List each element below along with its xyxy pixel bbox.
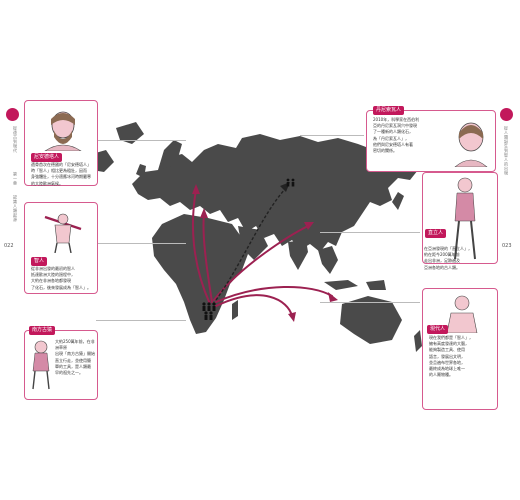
people-origin-africa (202, 302, 216, 320)
tag-homo-erectus: 直立人 (425, 229, 447, 238)
eurasia-landmass (132, 134, 418, 252)
tag-denisovan: 丹尼索瓦人 (373, 106, 405, 115)
card-neanderthal: 尼安德塔人 遺骨首次在德國的「尼安德塔人」 時「智人」相比更為粗壯，因而 身強體… (24, 100, 98, 186)
homo-erectus-figure (454, 177, 476, 260)
text-denisovan: 2010年，科學家在西伯利 亞的丹尼索瓦洞穴中發現 了一種新的人類化石， 為「丹… (373, 117, 420, 154)
card-australopithecus: 南方古猿 大約250萬年前，在非洲草原 出現「南方古猿」開始 直立行走，並使用簡… (24, 326, 98, 400)
tag-sapiens: 智人 (31, 257, 48, 266)
arrowhead-east (304, 222, 314, 230)
arrowhead-north (200, 208, 208, 218)
tag-australopithecus: 南方古猿 (29, 326, 56, 335)
text-homo-erectus: 在亞洲發現的「直立人」， 約在距今200萬年前 走出非洲，足跡遍及 亞洲各地的古… (424, 246, 472, 270)
migration-arrow-se-asia (215, 286, 333, 303)
migration-arrow-dashed (215, 187, 287, 301)
arrowhead-europe (192, 184, 200, 194)
text-modern-humans: 現在我們都是「智人」， 擁有高度發達的大腦， 能夠製造工具、使用 語言，發展出文… (429, 335, 473, 378)
left-chapter-label: 第一章 (13, 172, 18, 186)
migration-arrow-east (213, 225, 309, 301)
right-page-number: 023 (502, 243, 512, 249)
japan (392, 192, 404, 210)
left-vertical-title: 從遠古到現代 (13, 126, 18, 153)
neanderthal-portrait (44, 111, 82, 151)
leader-line-modern (320, 302, 420, 303)
new-zealand (414, 330, 422, 352)
chapter-marker-left (6, 108, 19, 121)
migration-arrow-australia (215, 294, 293, 317)
scandinavia (158, 140, 182, 170)
denisovan-portrait (454, 122, 488, 167)
arrowhead-se-asia (328, 292, 338, 302)
leader-line-sapiens-left (96, 243, 186, 244)
australia (340, 296, 402, 344)
left-page-number: 022 (4, 243, 14, 249)
australopithecus-figure (32, 340, 50, 390)
card-denisovan: 丹尼索瓦人 2010年，科學家在西伯利 亞的丹尼索瓦洞穴中發現 了一種新的人類化… (366, 106, 496, 172)
madagascar (232, 300, 238, 320)
people-asia (286, 178, 295, 187)
greenland (116, 122, 144, 144)
world-map (92, 122, 422, 352)
leader-line-denisovan (300, 135, 364, 136)
modern-human-portrait (446, 295, 478, 333)
left-subtitle: 認識人類起源 (13, 195, 18, 222)
indonesia (324, 280, 358, 290)
migration-arrow-europe (192, 189, 211, 305)
leader-line-neanderthal (96, 140, 186, 141)
new-guinea (366, 280, 386, 290)
card-modern-humans: 現代人 現在我們都是「智人」， 擁有高度發達的大腦， 能夠製造工具、使用 語言，… (422, 288, 498, 410)
leader-line-australopithecus (96, 320, 186, 321)
migration-arrow-north (202, 213, 213, 303)
text-australopithecus: 大約250萬年前，在非洲草原 出現「南方古猿」開始 直立行走，並使用簡 單的工具… (55, 339, 95, 376)
text-neanderthal: 遺骨首次在德國的「尼安德塔人」 時「智人」相比更為粗壯，因而 身強體壯，十分適應… (31, 162, 91, 186)
card-sapiens-early: 智人 從非洲出發的最初的智人 抵達歐洲大陸的過程中， 大約在非洲各地都發現 了化… (24, 202, 98, 294)
early-sapiens-figure (44, 213, 82, 253)
southeast-asia (318, 246, 338, 274)
arrowhead-australia (288, 312, 296, 322)
text-sapiens: 從非洲出發的最初的智人 抵達歐洲大陸的過程中， 大約在非洲各地都發現 了化石，後… (31, 266, 91, 290)
britain (136, 164, 146, 178)
right-vertical-title: 從人類誕生到智人的出現 (504, 126, 509, 176)
tag-neanderthal: 尼安德塔人 (31, 153, 63, 162)
card-homo-erectus: 直立人 (422, 172, 498, 264)
india (288, 240, 308, 270)
tag-modern-humans: 現代人 (427, 325, 449, 334)
chapter-marker-right (500, 108, 513, 121)
leader-line-erectus (320, 232, 420, 233)
